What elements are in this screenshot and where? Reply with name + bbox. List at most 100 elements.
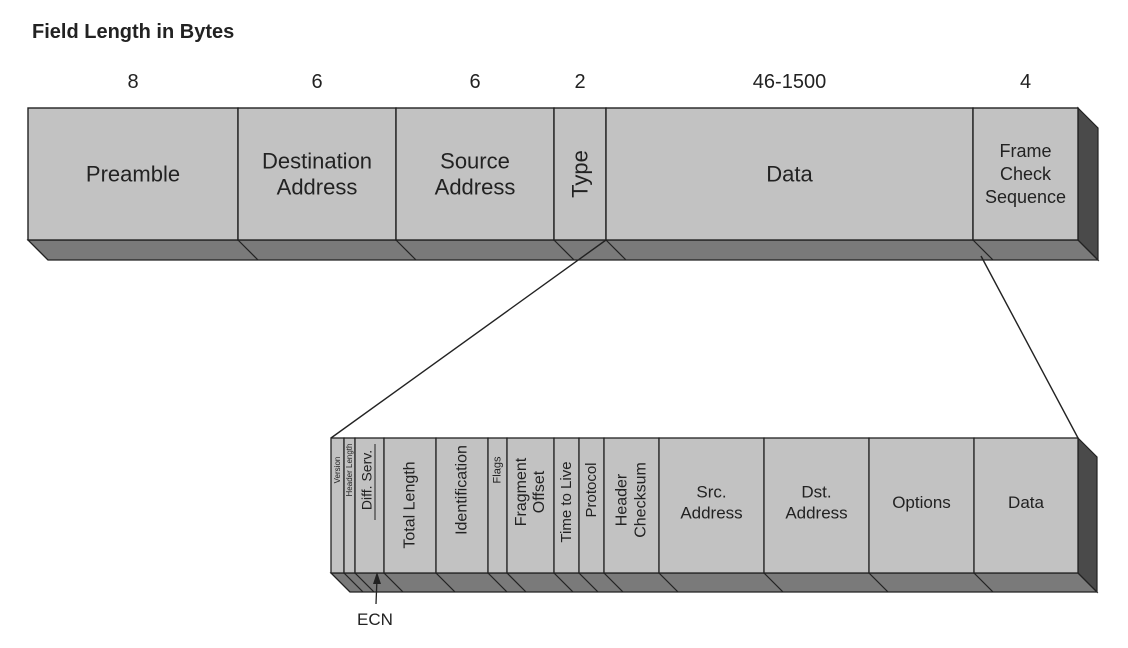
ip-label-src-address-line: Src. (696, 483, 726, 502)
ip-label-time-to-live-line: Time to Live (558, 461, 575, 542)
ip-label-flags-line: Flags (492, 456, 504, 483)
ip-label-data-line: Data (1008, 493, 1044, 512)
frame-label-frame-check-sequence-line: Check (1000, 164, 1052, 184)
zoom-line-right (980, 255, 1079, 439)
ip-label-dst-address-line: Dst. (801, 483, 831, 502)
ip-field-dst-address (763, 437, 870, 574)
frame-label-frame-check-sequence-line: Frame (999, 141, 1051, 161)
slab-divider (1077, 572, 1098, 593)
frame-label-data-line: Data (766, 162, 813, 187)
ip-label-header-length: Header Length (345, 444, 354, 497)
ip-label-header-checksum-line: Header (614, 473, 631, 526)
ip-label-options: Options (892, 493, 951, 512)
slab-divider (578, 572, 599, 593)
ip-label-total-length: Total Length (402, 461, 419, 548)
frame-label-source-address-line: Source (440, 149, 510, 174)
ip-label-version-line: Version (333, 457, 342, 484)
byte-count-type: 2 (574, 71, 585, 93)
ip-label-protocol-line: Protocol (583, 462, 600, 517)
frame-field-frame-check-sequence (972, 107, 1079, 241)
ecn-arrowhead (373, 572, 381, 584)
ip-label-fragment-offset-line: Offset (531, 470, 548, 513)
ip-label-identification: Identification (454, 445, 471, 535)
slab-divider (487, 572, 508, 593)
byte-count-source-address: 6 (469, 71, 480, 93)
ip-field-fragment-offset (506, 437, 555, 574)
frame-field-data (605, 107, 974, 241)
ip-label-src-address-line: Address (680, 504, 742, 523)
slab-divider (343, 572, 364, 593)
ip-field-data (973, 437, 1079, 574)
ip-field-src-address (658, 437, 765, 574)
slab-divider (603, 572, 624, 593)
ip-label-total-length-line: Total Length (402, 461, 419, 548)
ip-label-diff-serv-line: Diff. Serv. (359, 450, 375, 510)
slab-bottom (26, 239, 1100, 261)
byte-count-preamble: 8 (127, 71, 138, 93)
slab-divider (868, 572, 889, 593)
ip-label-protocol: Protocol (583, 462, 600, 517)
slab-divider (553, 572, 574, 593)
byte-count-data: 46-1500 (753, 71, 826, 93)
frame-field-destination-address (237, 107, 397, 241)
frame-label-data: Data (766, 162, 813, 187)
ip-label-data: Data (1008, 493, 1044, 512)
frame-label-source-address-line: Address (435, 175, 516, 200)
slab-divider (973, 572, 994, 593)
slab-side (1077, 106, 1099, 262)
slab-divider (395, 239, 417, 261)
ip-label-header-checksum-line: Checksum (633, 462, 650, 538)
slab-divider (354, 572, 375, 593)
frame-label-frame-check-sequence-line: Sequence (985, 187, 1066, 207)
ip-field-diff-serv (354, 437, 385, 574)
ip-label-dst-address-line: Address (785, 504, 847, 523)
ip-label-version: Version (333, 457, 342, 484)
frame-label-preamble: Preamble (86, 162, 180, 187)
slab-divider (972, 239, 994, 261)
ip-label-fragment-offset-line: Fragment (513, 457, 530, 526)
ip-label-options-line: Options (892, 493, 951, 512)
ip-field-header-checksum (603, 437, 660, 574)
slab-divider (506, 572, 527, 593)
frame-label-type: Type (568, 150, 593, 198)
ip-label-time-to-live: Time to Live (558, 461, 575, 542)
ip-field-options (868, 437, 975, 574)
frame-field-source-address (395, 107, 555, 241)
zoom-line-left (330, 239, 607, 439)
frame-label-destination-address-line: Address (277, 175, 358, 200)
byte-count-frame-check-sequence: 4 (1020, 71, 1031, 93)
ip-label-diff-serv: Diff. Serv. (359, 450, 375, 510)
frame-label-preamble-line: Preamble (86, 162, 180, 187)
slab-divider (605, 239, 627, 261)
slab-divider (27, 239, 49, 261)
frame-field-preamble (27, 107, 239, 241)
frame-field-type (553, 107, 607, 241)
ip-label-flags: Flags (492, 456, 504, 483)
frame-label-type-line: Type (568, 150, 593, 198)
slab-divider (435, 572, 456, 593)
ip-label-src-address: Src. Address (680, 483, 742, 523)
ethernet-frame: 8Preamble6DestinationAddress6SourceAddre… (26, 71, 1100, 262)
ip-label-header-length-line: Header Length (345, 444, 354, 497)
slab-divider (237, 239, 259, 261)
ip-field-protocol (578, 437, 605, 574)
diagram-title: Field Length in Bytes (32, 21, 234, 43)
slab-divider (330, 572, 351, 593)
slab-divider (763, 572, 784, 593)
slab-divider (1077, 239, 1099, 261)
ip-label-identification-line: Identification (454, 445, 471, 535)
zoom-lines (330, 239, 1079, 439)
frame-label-destination-address-line: Destination (262, 149, 372, 174)
slab-divider (553, 239, 575, 261)
ecn-label: ECN (357, 610, 393, 629)
ip-label-dst-address: Dst. Address (785, 483, 847, 523)
slab-divider (383, 572, 404, 593)
byte-count-destination-address: 6 (311, 71, 322, 93)
slab-side (1077, 436, 1098, 594)
